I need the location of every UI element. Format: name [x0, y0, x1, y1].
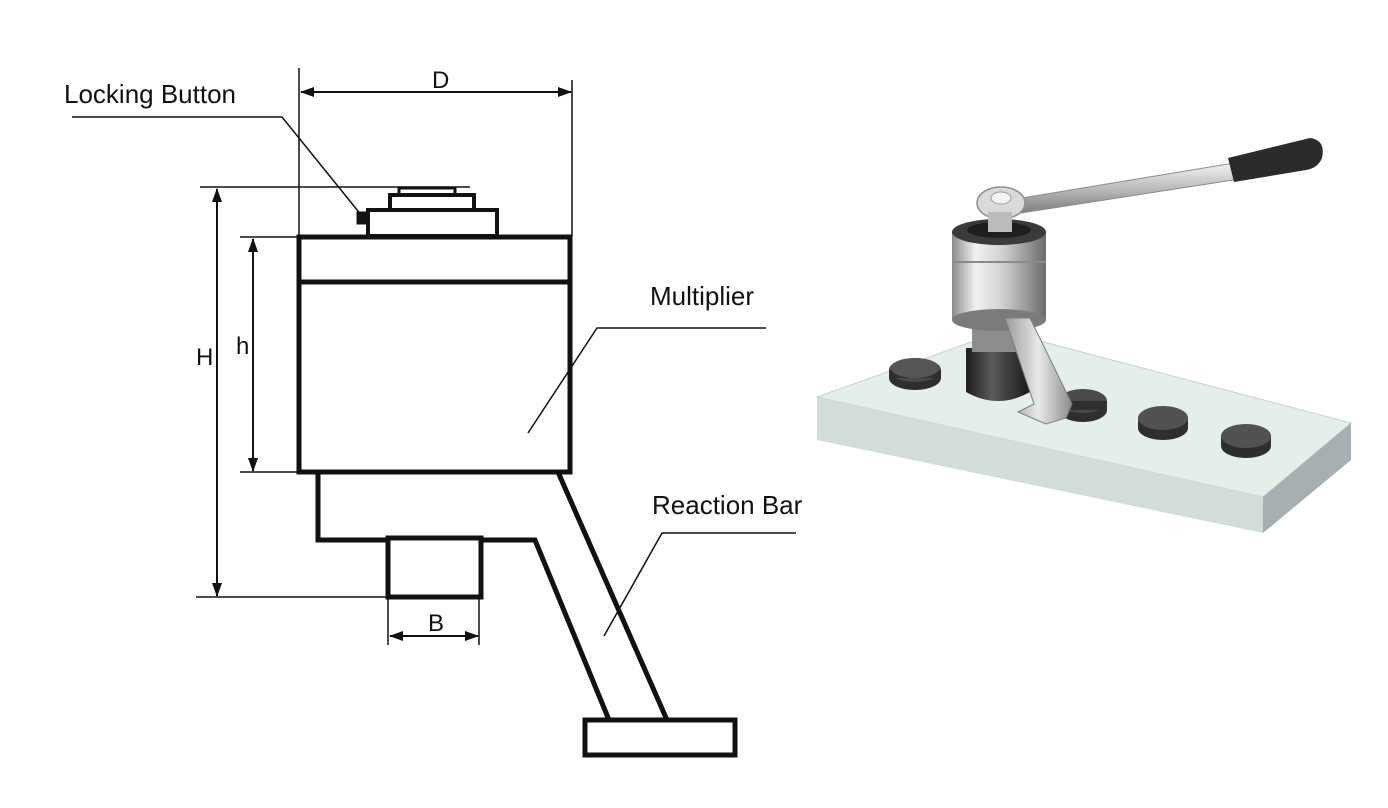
dim-label-B: B	[428, 610, 444, 637]
label-reaction-bar: Reaction Bar	[652, 490, 803, 520]
top-drive-step	[388, 193, 476, 212]
multiplier-top-band	[296, 234, 573, 285]
reaction-arm-right	[555, 470, 670, 722]
square-drive	[385, 535, 484, 600]
wrench-drive	[988, 212, 1012, 232]
leader-reaction-bar	[603, 532, 796, 637]
bolt-4	[1221, 424, 1271, 458]
wrench-grip	[1228, 138, 1323, 182]
leader-locking-button	[72, 116, 363, 217]
wrench-shaft	[1009, 161, 1247, 215]
reaction-arm-left	[481, 537, 612, 721]
lower-housing	[315, 472, 388, 543]
dim-label-H: H	[196, 344, 213, 371]
multiplier-cylinder	[952, 232, 1046, 320]
impact-socket	[966, 348, 1030, 401]
multiplier-body	[296, 279, 573, 475]
reaction-arm-3d	[1004, 317, 1073, 425]
flange-plate-front	[817, 397, 1263, 533]
label-multiplier: Multiplier	[650, 281, 754, 311]
line-drawing	[72, 68, 796, 758]
dim-label-D: D	[432, 67, 449, 94]
top-drive-base	[366, 208, 499, 238]
reaction-foot	[582, 717, 738, 758]
product-illustration	[815, 138, 1353, 533]
dim-label-h: h	[236, 333, 249, 360]
bolt-3	[1138, 406, 1188, 440]
label-locking-button: Locking Button	[64, 79, 236, 109]
leader-multiplier	[527, 327, 766, 434]
bolt-1	[889, 358, 941, 390]
flange-plate-side	[1263, 423, 1351, 533]
locking-button-part	[356, 211, 368, 225]
